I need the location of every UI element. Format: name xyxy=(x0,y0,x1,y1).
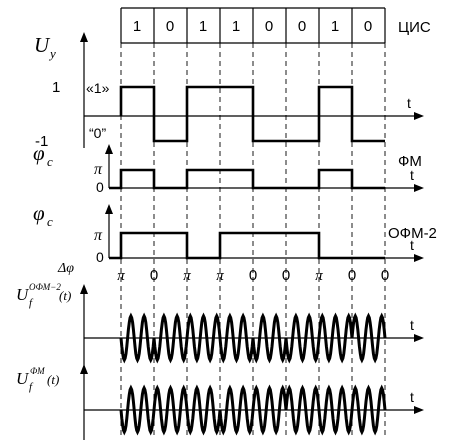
uy-t-arrow xyxy=(414,112,424,120)
uy-y-arrow xyxy=(80,32,88,42)
dphi-values: π 0 π π 0 0 π 0 0 xyxy=(117,267,389,284)
uf-fm-symbol: U xyxy=(16,369,30,388)
ofm-waveform xyxy=(109,231,385,260)
fm-waveform xyxy=(109,168,385,190)
dphi-value: 0 xyxy=(150,267,158,284)
bit-label: 1 xyxy=(331,18,339,35)
ofm-zero: 0 xyxy=(96,249,104,265)
fm-symbol: φ xyxy=(33,141,45,165)
bit-label: 0 xyxy=(166,18,174,35)
uf-fm-t-arrow xyxy=(414,406,424,414)
dphi-value: 0 xyxy=(381,267,389,284)
bit-label: 0 xyxy=(265,18,273,35)
uy-axes xyxy=(83,38,418,148)
dphi-value: π xyxy=(117,268,125,284)
uf-fm-superscript: ФМ xyxy=(30,366,45,376)
uf-ofm-subscript: f xyxy=(29,297,34,309)
dphi-value: 0 xyxy=(348,267,356,284)
fm-y-arrow xyxy=(105,144,113,154)
uf-fm-arg: (t) xyxy=(47,372,59,387)
uf-ofm-waveform xyxy=(119,312,387,364)
cis-label: ЦИС xyxy=(398,19,431,36)
bit-labels: 1 0 1 1 0 0 1 0 xyxy=(133,18,372,35)
uf-ofm-superscript: ОФМ−2 xyxy=(29,282,61,292)
uf-fm-axis-t: t xyxy=(410,389,414,405)
uf-ofm-y-arrow xyxy=(80,284,88,294)
ofm-subscript: c xyxy=(47,214,53,229)
ofm-symbol: φ xyxy=(33,201,45,225)
dphi-symbol: Δφ xyxy=(57,261,74,276)
bit-label: 1 xyxy=(232,18,240,35)
uf-ofm-axis-t: t xyxy=(410,317,414,333)
fm-axes xyxy=(108,148,418,189)
fm-subscript: c xyxy=(47,154,53,169)
uy-waveform xyxy=(119,85,385,143)
ofm-y-arrow xyxy=(105,204,113,214)
uf-ofm-arg: (t) xyxy=(59,288,71,303)
uy-symbol: U xyxy=(34,33,51,57)
uy-tag-zero: “0” xyxy=(89,125,106,141)
fm-zero: 0 xyxy=(96,179,104,195)
uy-axis-t: t xyxy=(407,95,411,111)
fm-axis-t: t xyxy=(410,167,414,183)
uy-tag-one: «1» xyxy=(86,80,110,96)
ofm-axis-t: t xyxy=(410,237,414,253)
uf-fm-subscript: f xyxy=(29,381,34,393)
dphi-value: π xyxy=(183,268,191,284)
uf-fm-y-arrow xyxy=(80,364,88,374)
bit-label: 0 xyxy=(364,18,372,35)
ofm-label: ОФМ-2 xyxy=(388,225,437,242)
ofm-pi: π xyxy=(94,227,103,244)
dphi-value: π xyxy=(315,268,323,284)
fm-t-arrow xyxy=(414,184,424,192)
bit-label: 1 xyxy=(133,18,141,35)
fm-label: ФМ xyxy=(398,153,422,170)
dphi-value: 0 xyxy=(249,267,257,284)
uf-ofm-t-arrow xyxy=(414,334,424,342)
dphi-value: 0 xyxy=(282,267,290,284)
bit-label: 0 xyxy=(298,18,306,35)
dphi-value: π xyxy=(216,268,224,284)
uf-fm-waveform xyxy=(119,384,387,436)
bit-header xyxy=(120,7,386,44)
ofm-t-arrow xyxy=(414,254,424,262)
uf-ofm-symbol: U xyxy=(16,285,30,304)
uy-level-high: 1 xyxy=(52,79,60,96)
bit-label: 1 xyxy=(199,18,207,35)
uy-subscript: y xyxy=(48,46,56,61)
uy-level-low: -1 xyxy=(35,133,48,150)
fm-pi: π xyxy=(94,161,103,178)
